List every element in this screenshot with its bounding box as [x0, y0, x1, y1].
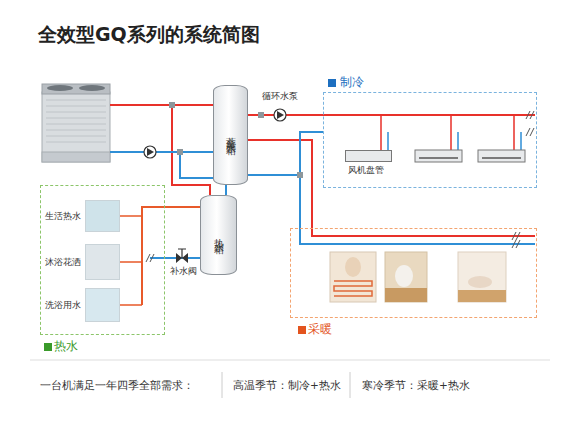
heat-pump-fan: [79, 85, 105, 91]
photo-figure: [345, 257, 361, 277]
season-text: 高温季节：制冷+热水: [233, 380, 341, 391]
supply-pipe: [110, 104, 213, 106]
floor-heating-coil: [334, 281, 372, 296]
makeup-water-pipe: [150, 257, 200, 259]
circulation-pump-symbol: [274, 109, 286, 121]
break-mark: [512, 232, 520, 248]
tee-joint: [258, 112, 264, 118]
hot-water-branch: [120, 216, 142, 305]
outlet-picture: 生活热水: [85, 200, 120, 232]
heat-pump-fan: [47, 85, 73, 91]
fan-coil-unit: [415, 150, 462, 162]
tee-joint: [177, 149, 183, 155]
tank-label: 蓄能水箱: [226, 129, 236, 141]
valve-label: 补水阀: [170, 267, 197, 276]
hot-water-zone: 生活热水沐浴花洒洗浴用水热水: [40, 185, 165, 335]
break-mark: [146, 254, 154, 262]
outlet-label: 洗浴用水: [45, 300, 81, 309]
fan-coil-unit: 风机盘管: [345, 150, 392, 162]
zone-heading: 热水: [54, 340, 78, 352]
break-mark: [526, 111, 534, 136]
return-pipe: [110, 151, 213, 153]
section-marker: [44, 343, 52, 351]
static-artwork: [30, 79, 550, 398]
outlet-picture: 洗浴用水: [85, 288, 120, 322]
floor-heating-photo: [458, 252, 506, 302]
coil-return-drop: [388, 132, 521, 150]
summary-text: 一台机满足一年四季全部需求：: [40, 380, 194, 391]
fan-coil-unit: [478, 150, 525, 162]
tee-joint: [169, 102, 175, 108]
photo-figure: [468, 276, 492, 288]
hot-water-pipe: [142, 207, 165, 305]
heating-zone: 采暖: [290, 228, 537, 318]
supply-pipe: [172, 105, 210, 195]
heat-pump-grille: [46, 100, 106, 142]
hot-water-tank: 热水箱: [200, 195, 237, 275]
pump-symbol: [144, 146, 156, 158]
photo-figure: [395, 265, 413, 287]
pump-label: 循环水泵: [262, 92, 298, 101]
tank-label: 热水箱: [214, 231, 224, 240]
heat-pump-body: [42, 92, 110, 162]
outlet-picture: 沐浴花洒: [85, 244, 120, 280]
wood-floor: [385, 288, 427, 302]
pump-symbol-arrow: [277, 111, 284, 119]
floor-heating-photo: [385, 252, 427, 302]
footer-divider: [222, 372, 350, 398]
season-text: 寒冷季节：采暖+热水: [362, 380, 470, 391]
heat-pump-base: [42, 152, 110, 162]
floor-heating-photo: [330, 252, 376, 302]
unit-label: 风机盘管: [348, 166, 384, 175]
energy-storage-tank: 蓄能水箱: [213, 85, 248, 185]
fan-coil-slot: [419, 157, 521, 159]
heat-pump-top: [42, 84, 110, 94]
pipe-connector: [165, 206, 200, 208]
outlet-label: 沐浴花洒: [45, 257, 81, 266]
return-pipe: [248, 174, 300, 176]
cooling-zone: 风机盘管制冷: [323, 92, 537, 188]
pump-symbol-arrow: [147, 148, 154, 156]
zone-heading: 制冷: [340, 76, 364, 88]
tee-joint: [297, 172, 303, 178]
coil-supply-drop: [381, 115, 514, 150]
diagram-title: 全效型GQ系列的系统简图: [38, 25, 260, 44]
pipe-connector: [248, 140, 312, 228]
zone-heading: 采暖: [308, 323, 332, 335]
section-marker: [328, 79, 336, 87]
valve-stem: [178, 249, 186, 258]
supply-pipe: [312, 228, 535, 236]
outlet-label: 生活热水: [45, 211, 81, 220]
section-marker: [298, 326, 306, 334]
supply-pipe: [323, 114, 535, 116]
wood-floor: [458, 290, 506, 302]
footer-rule: [30, 360, 550, 361]
